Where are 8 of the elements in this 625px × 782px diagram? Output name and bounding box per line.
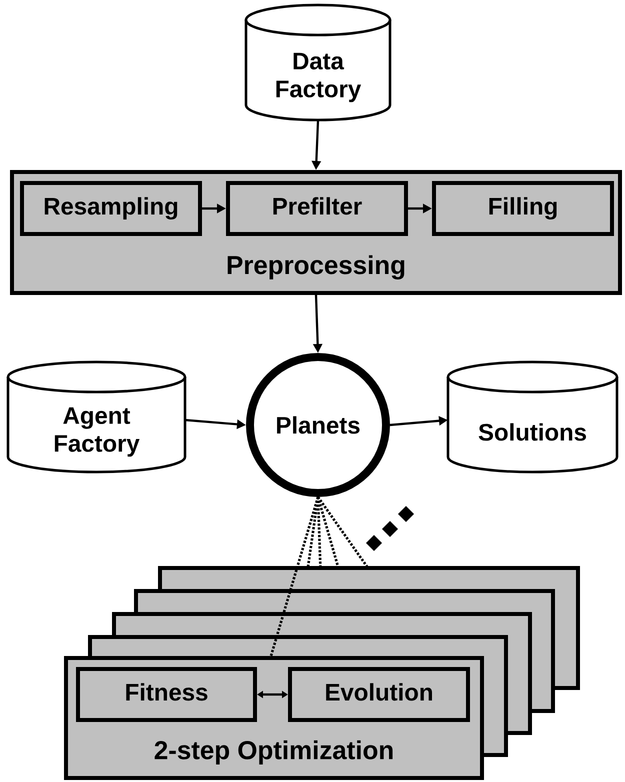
step-box: Resampling <box>20 181 202 236</box>
storage-cylinder: Data Factory <box>244 4 392 122</box>
storage-cylinder: Agent Factory <box>6 360 186 474</box>
step-box: Prefilter <box>226 181 408 236</box>
storage-cylinder: Solutions <box>446 360 618 474</box>
step-box: Filling <box>432 181 614 236</box>
step-box: Evolution <box>288 667 470 722</box>
step-box: Fitness <box>76 667 257 722</box>
